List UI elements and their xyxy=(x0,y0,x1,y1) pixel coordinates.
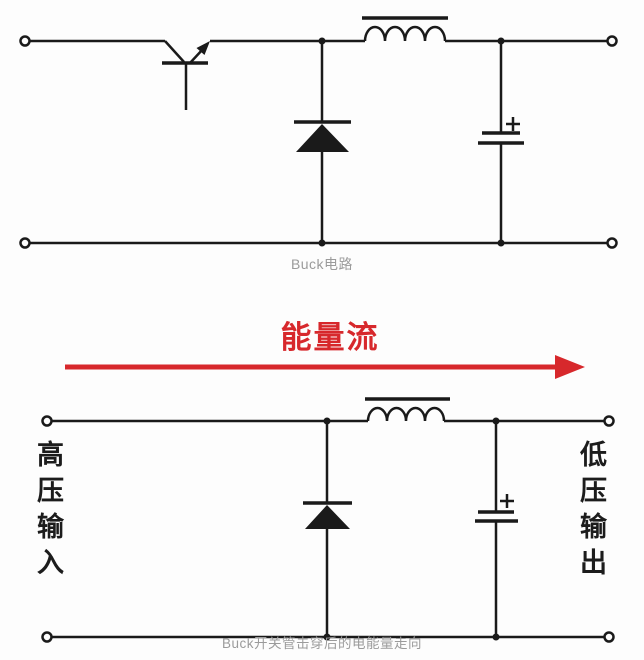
bottom-output-terminal-icon xyxy=(603,415,615,427)
diode-icon xyxy=(294,41,351,243)
energy-flow-arrow-icon xyxy=(65,355,585,379)
junction-dot xyxy=(318,37,326,45)
diode-icon xyxy=(303,421,352,637)
energy-flow-label: 能量流 xyxy=(280,320,380,355)
transistor-icon xyxy=(162,40,210,110)
top-ground-right-terminal-icon xyxy=(606,237,618,249)
junction-dot xyxy=(318,239,326,247)
plus-polarity-icon xyxy=(500,494,514,508)
plus-polarity-icon xyxy=(506,117,520,131)
junction-dot xyxy=(497,37,505,45)
low-voltage-output-label: 低压输出 xyxy=(576,440,606,584)
capacitor-icon xyxy=(475,421,518,637)
bottom-input-terminal-icon xyxy=(41,415,53,427)
top-output-terminal-icon xyxy=(606,35,618,47)
bottom-ground-right-terminal-icon xyxy=(603,631,615,643)
top-circuit xyxy=(19,16,618,249)
top-ground-left-terminal-icon xyxy=(19,237,31,249)
high-voltage-input-label: 高压输入 xyxy=(33,440,63,584)
junction-dot xyxy=(323,633,331,641)
top-circuit-caption: Buck电路 xyxy=(290,256,354,272)
bottom-circuit-caption: Buck开关管击穿后的电能量走向 xyxy=(221,636,422,651)
inductor-icon xyxy=(362,16,448,42)
bottom-circuit xyxy=(41,397,615,643)
junction-dot xyxy=(323,417,331,425)
junction-dot xyxy=(492,633,500,641)
bottom-ground-left-terminal-icon xyxy=(41,631,53,643)
junction-dot xyxy=(497,239,505,247)
junction-dot xyxy=(492,417,500,425)
capacitor-icon xyxy=(478,41,524,243)
inductor-icon xyxy=(365,397,450,422)
top-input-terminal-icon xyxy=(19,35,31,47)
